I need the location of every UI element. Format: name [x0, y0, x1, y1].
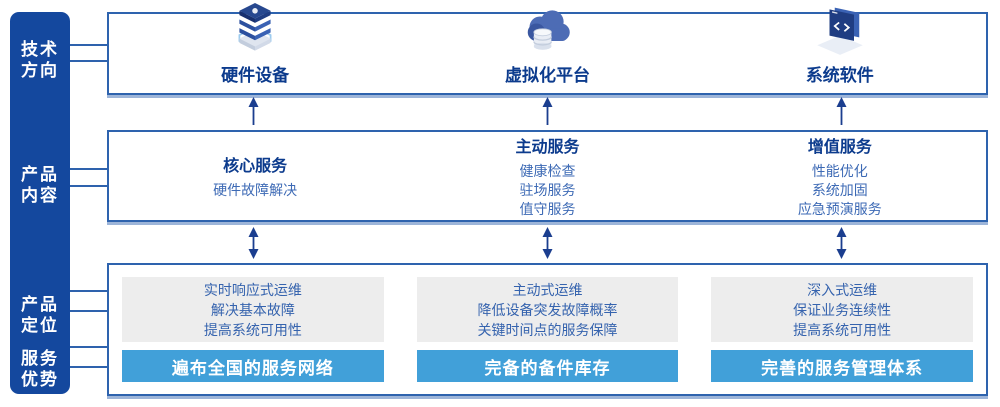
tech-item-virtualization: 虚拟化平台: [401, 10, 693, 93]
advantage-banner: 完善的服务管理体系: [711, 350, 974, 382]
sidebar-item-product-content: 产品 内容: [10, 164, 70, 206]
service-column-value-added: 增值服务 性能优化 系统加固 应急预演服务: [694, 132, 986, 220]
tech-label: 虚拟化平台: [504, 66, 590, 85]
service-item: 应急预演服务: [797, 201, 882, 217]
service-column-proactive: 主动服务 健康检查 驻场服务 值守服务: [401, 132, 693, 220]
positioning-point: 降低设备突发故障概率: [477, 301, 618, 318]
service-item: 性能优化: [811, 163, 868, 179]
tech-item-hardware: 硬件设备: [109, 3, 401, 93]
service-item: 驻场服务: [519, 182, 576, 198]
connector-line: [70, 168, 107, 170]
service-item: 系统加固: [811, 182, 868, 198]
up-arrow-icon: [247, 96, 260, 130]
service-item: 健康检查: [519, 163, 576, 179]
connector-line: [70, 185, 107, 187]
double-arrow-icon: [541, 226, 554, 264]
positioning-column-3: 深入式运维 保证业务连续性 提高系统可用性 完善的服务管理体系: [711, 277, 974, 382]
tech-label: 系统软件: [805, 66, 874, 85]
sidebar-label-line: 优势: [21, 370, 59, 389]
positioning-point: 保证业务连续性: [793, 301, 892, 318]
sidebar-item-tech-direction: 技术 方向: [10, 39, 70, 81]
up-arrow-icon: [541, 96, 554, 130]
sidebar-label-line: 产品: [21, 295, 59, 314]
connector-line: [70, 346, 107, 348]
double-arrow-icon: [247, 226, 260, 264]
service-title: 主动服务: [515, 139, 580, 156]
advantage-banner: 完备的备件库存: [416, 350, 679, 382]
positioning-point: 深入式运维: [807, 281, 878, 298]
sidebar-label-line: 服务: [21, 349, 59, 368]
connector-line: [70, 310, 107, 312]
arrow-row-up: [107, 96, 988, 130]
connector-line: [70, 60, 107, 62]
connector-line: [70, 290, 107, 292]
positioning-column-2: 主动式运维 降低设备突发故障概率 关键时间点的服务保障 完备的备件库存: [416, 277, 679, 382]
sidebar-label-line: 定位: [21, 316, 59, 335]
positioning-point: 主动式运维: [512, 281, 583, 298]
tech-label: 硬件设备: [221, 66, 290, 85]
positioning-point: 提高系统可用性: [203, 321, 302, 338]
server-stack-icon: [227, 3, 283, 60]
service-column-core: 核心服务 硬件故障解决: [109, 132, 401, 220]
sidebar-item-service-advantage: 服务 优势: [10, 348, 70, 390]
sidebar-label-line: 产品: [21, 165, 59, 184]
code-window-icon: [812, 4, 868, 60]
sidebar: 技术 方向 产品 内容 产品 定位 服务 优势: [10, 12, 70, 394]
positioning-point: 提高系统可用性: [793, 321, 892, 338]
sidebar-label-line: 技术: [21, 40, 59, 59]
cloud-database-icon: [519, 6, 575, 60]
service-item: 值守服务: [519, 201, 576, 217]
positioning-point: 实时响应式运维: [203, 281, 302, 298]
positioning-point: 解决基本故障: [210, 301, 295, 318]
positioning-point: 关键时间点的服务保障: [477, 321, 618, 338]
sidebar-label-line: 方向: [21, 61, 59, 80]
service-item: 硬件故障解决: [213, 182, 298, 198]
positioning-box: 实时响应式运维 解决基本故障 提高系统可用性 遍布全国的服务网络 主动式运维 降…: [107, 263, 988, 396]
connector-line: [70, 44, 107, 46]
sidebar-item-product-positioning: 产品 定位: [10, 294, 70, 336]
positioning-points: 实时响应式运维 解决基本故障 提高系统可用性: [122, 277, 384, 342]
service-title: 增值服务: [807, 139, 872, 156]
sidebar-label-line: 内容: [21, 186, 59, 205]
product-content-box: 核心服务 硬件故障解决 主动服务 健康检查 驻场服务 值守服务 增值服务 性能优…: [107, 130, 988, 222]
positioning-points: 深入式运维 保证业务连续性 提高系统可用性: [711, 277, 974, 342]
arrow-row-double: [107, 226, 988, 264]
connector-line: [70, 366, 107, 368]
tech-direction-box: 硬件设备: [107, 3, 988, 95]
advantage-banner: 遍布全国的服务网络: [122, 350, 384, 382]
positioning-column-1: 实时响应式运维 解决基本故障 提高系统可用性 遍布全国的服务网络: [122, 277, 384, 382]
service-title: 核心服务: [223, 158, 288, 175]
up-arrow-icon: [835, 96, 848, 130]
double-arrow-icon: [835, 226, 848, 264]
positioning-points: 主动式运维 降低设备突发故障概率 关键时间点的服务保障: [416, 277, 679, 342]
tech-item-system-software: 系统软件: [694, 7, 986, 93]
